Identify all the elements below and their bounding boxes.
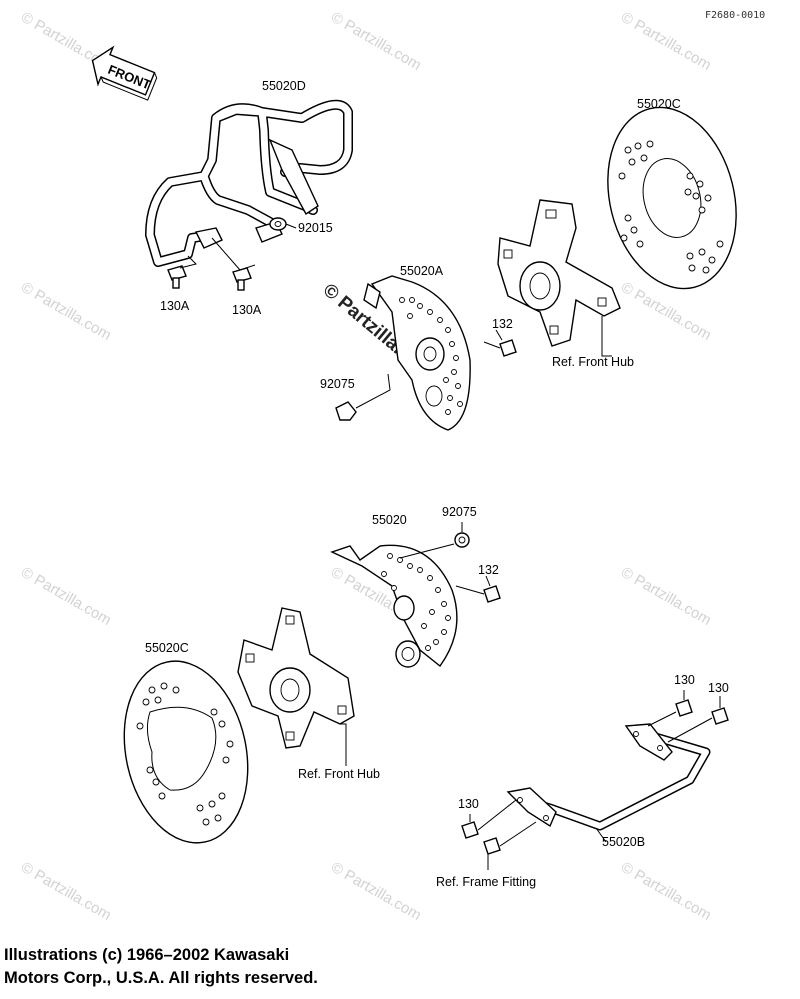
callout-130-1: 130 <box>674 673 695 687</box>
callout-132-bottom: 132 <box>478 563 499 577</box>
watermark-text: © Partzilla.com <box>618 279 714 344</box>
leader-lines <box>355 373 391 409</box>
copyright-line: Illustrations (c) 1966–2002 Kawasaki <box>4 946 290 964</box>
callout-130a-left: 130A <box>160 299 190 313</box>
callout-92075-top: 92075 <box>320 377 355 391</box>
disc-cover-icon <box>330 544 458 668</box>
brake-disc-icon <box>607 106 737 290</box>
bracket-icon <box>506 723 711 831</box>
copyright-notice: Illustrations (c) 1966–2002 Kawasaki Mot… <box>4 944 564 990</box>
callout-55020d: 55020D <box>262 79 306 93</box>
watermark-text: © Partzilla.com <box>328 9 424 74</box>
nut-icon <box>269 217 287 231</box>
leader-lines <box>399 522 463 559</box>
leader-lines <box>179 223 297 271</box>
copyright-line: Motors Corp., U.S.A. All rights reserved… <box>4 969 318 987</box>
callout-55020c-bottom: 55020C <box>145 641 189 655</box>
plug-icon <box>335 401 357 421</box>
watermark-text: © Partzilla.com <box>18 564 114 629</box>
watermark-text: © Partzilla.com <box>618 859 714 924</box>
leader-lines <box>485 575 491 587</box>
callout-55020a: 55020A <box>400 264 444 278</box>
callout-130a-right: 130A <box>232 303 262 317</box>
leader-lines <box>601 316 612 357</box>
callout-92015: 92015 <box>298 221 333 235</box>
callout-55020b: 55020B <box>602 835 645 849</box>
leader-lines <box>340 723 347 766</box>
watermark-text: © Partzilla.com <box>18 279 114 344</box>
callout-92075-bottom: 92075 <box>442 505 477 519</box>
callout-130-3: 130 <box>458 797 479 811</box>
callout-130-2: 130 <box>708 681 729 695</box>
watermark-text: © Partzilla.com <box>328 859 424 924</box>
bolt-icon <box>461 699 729 855</box>
front-hub-icon <box>497 199 621 347</box>
diagram-code: F2680-0010 <box>705 10 765 21</box>
leader-lines <box>595 827 607 843</box>
watermark-layer: © Partzilla.com © Partzilla.com © Partzi… <box>18 9 714 924</box>
callout-55020: 55020 <box>372 513 407 527</box>
bolt-icon <box>483 339 517 357</box>
callout-frame-fitting: Ref. Frame Fitting <box>436 875 536 889</box>
brake-disc-icon <box>123 660 249 844</box>
watermark-text: © Partzilla.com <box>618 9 714 74</box>
leader-lines <box>495 329 503 341</box>
callout-132-top: 132 <box>492 317 513 331</box>
callout-front-hub-bottom: Ref. Front Hub <box>298 767 380 781</box>
bolt-icon <box>167 265 252 291</box>
leader-lines <box>469 690 721 847</box>
front-hub-icon <box>237 607 355 749</box>
callout-55020c-top: 55020C <box>637 97 681 111</box>
brush-guard-icon <box>145 99 353 267</box>
watermark-text: © Partzilla.com <box>18 859 114 924</box>
watermark-text: © Partzilla.com <box>618 564 714 629</box>
plug-icon <box>454 532 470 548</box>
bolt-icon <box>455 585 501 603</box>
callout-front-hub-top: Ref. Front Hub <box>552 355 634 369</box>
disc-cover-icon <box>363 275 471 431</box>
